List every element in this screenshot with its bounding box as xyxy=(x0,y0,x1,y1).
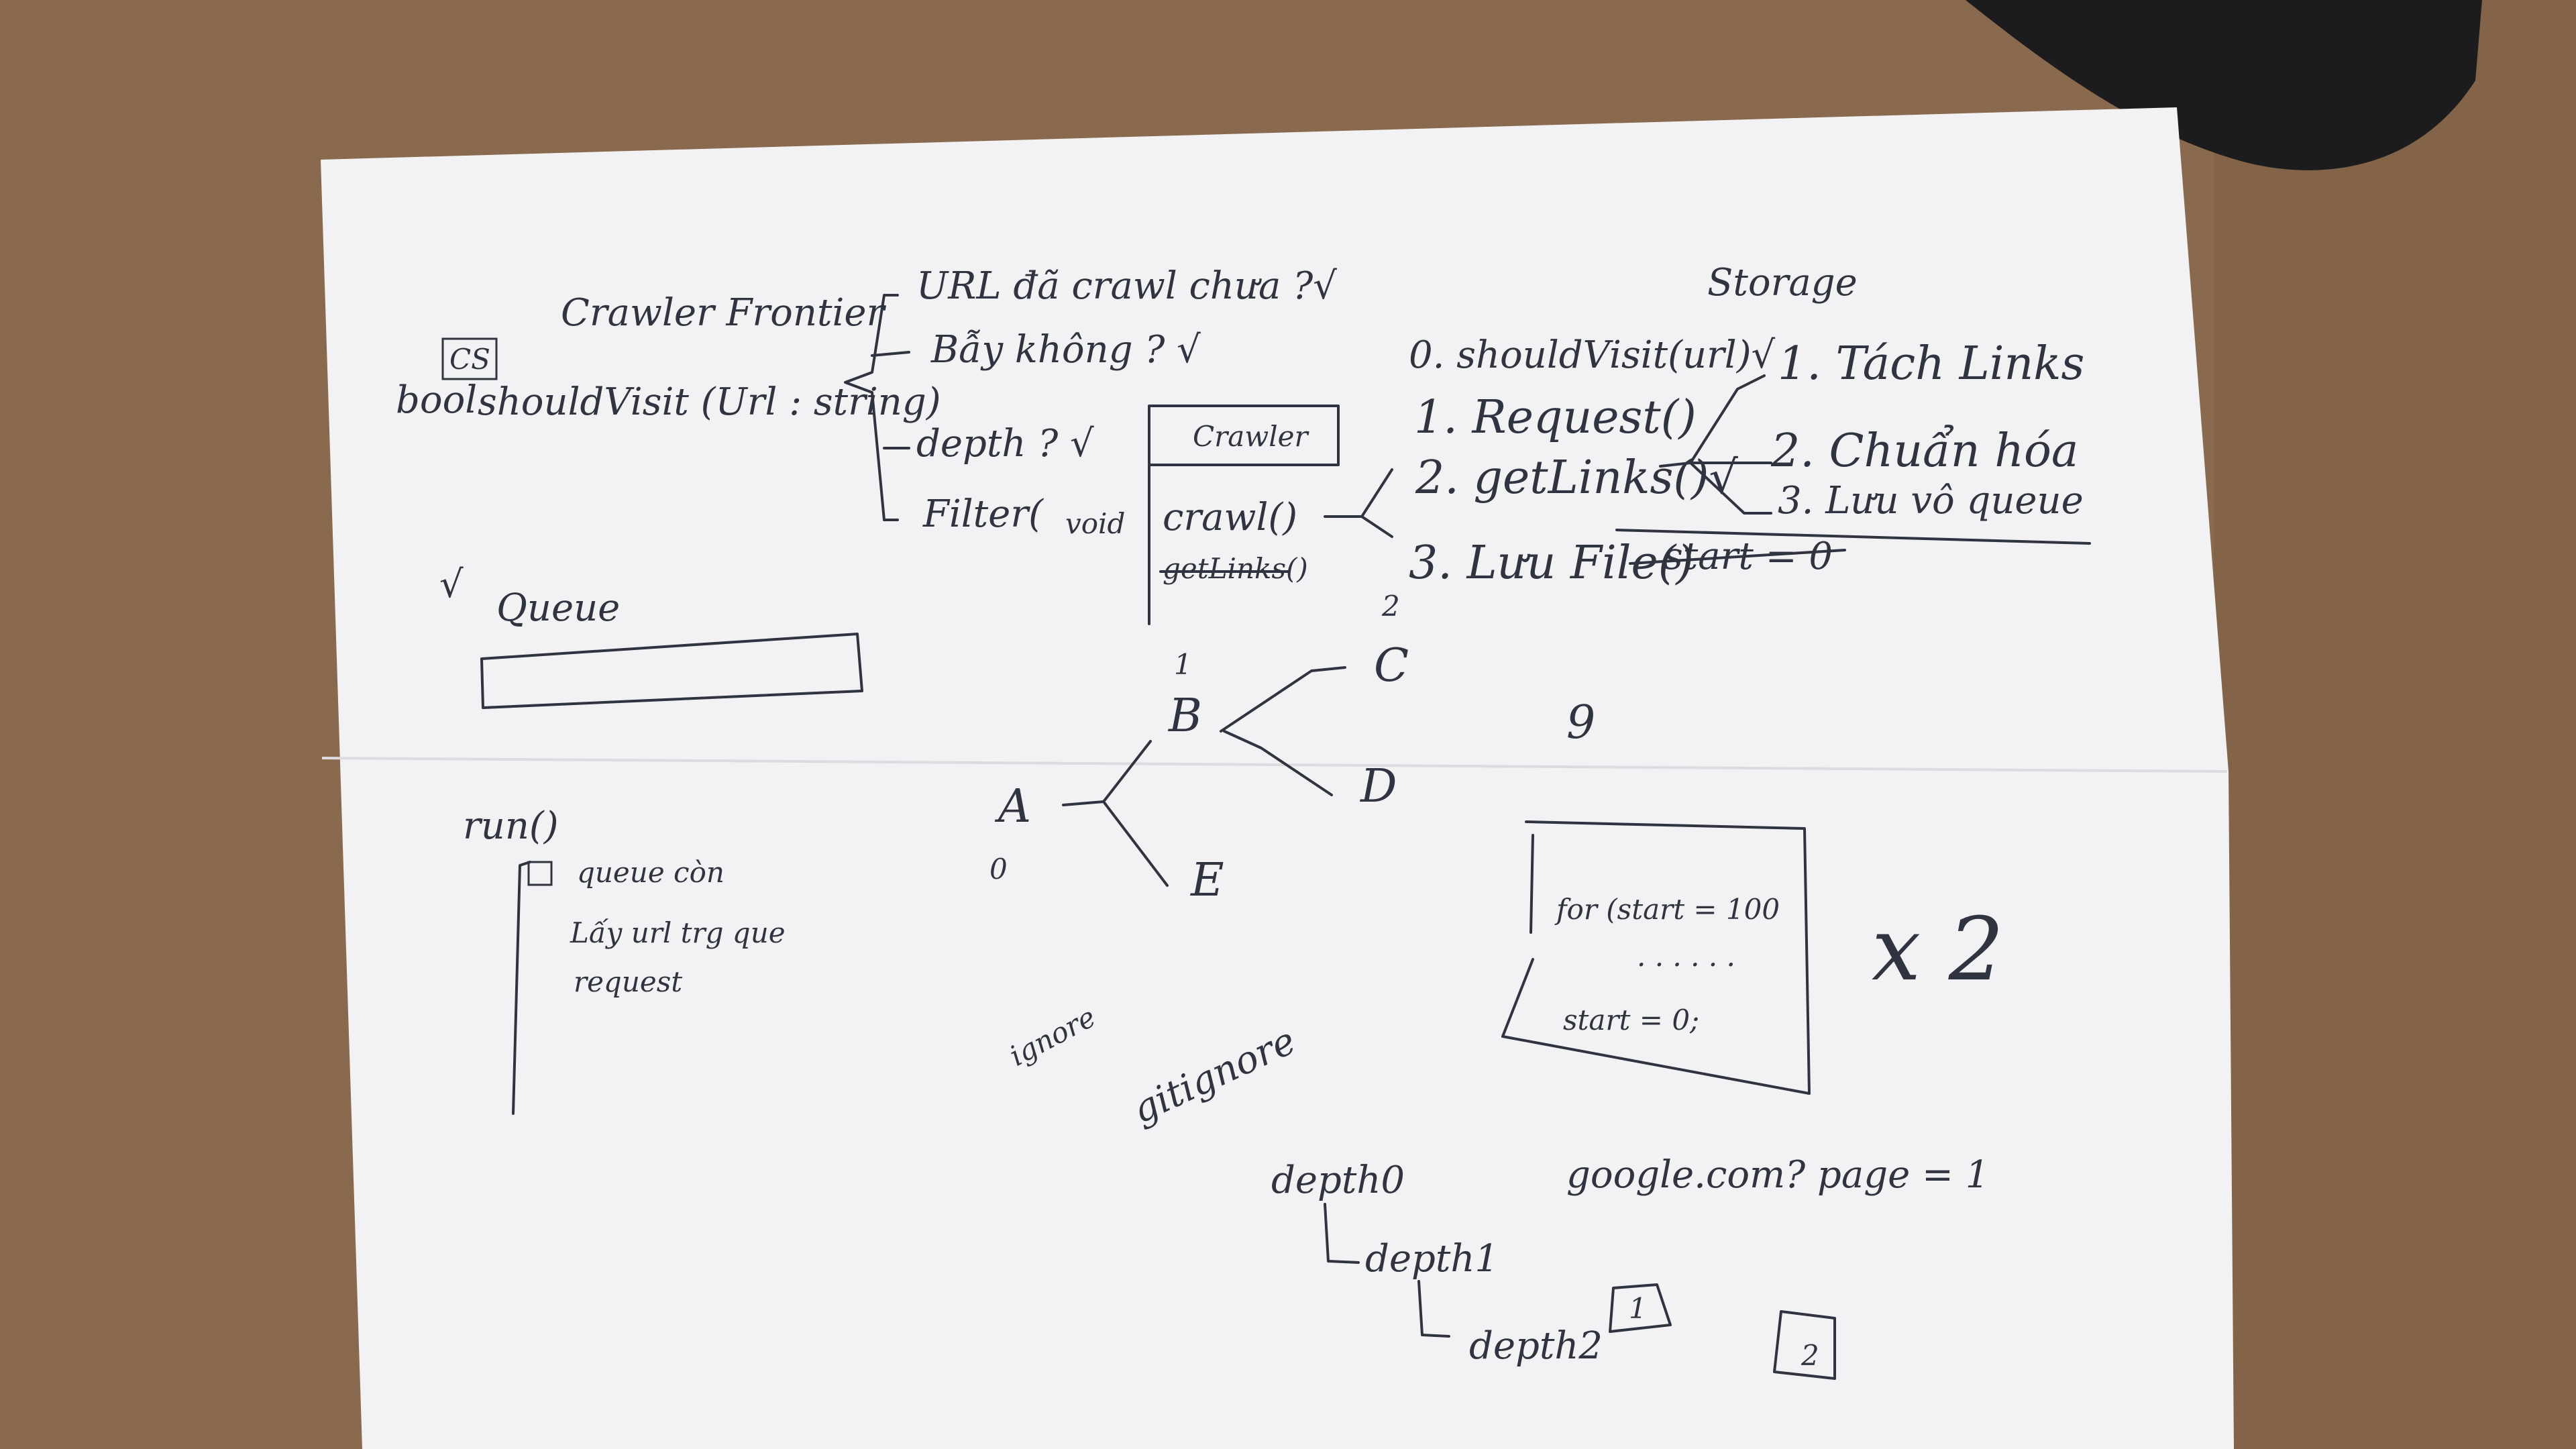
cs-box xyxy=(441,337,498,380)
crawler-box-title: Crawler xyxy=(1193,420,1309,453)
getlinks-struck: getLinks() xyxy=(1163,552,1308,585)
crawl-arrow xyxy=(1324,468,1393,538)
paper-fold xyxy=(321,757,2228,773)
should-visit-signature: shouldVisit (Url : string) xyxy=(478,380,941,424)
loop-box xyxy=(1501,820,1811,1095)
box-one xyxy=(1609,1283,1672,1333)
start-reset-line: start = 0; xyxy=(1563,1004,1699,1036)
step-0: 0. shouldVisit(url)√ xyxy=(1409,333,1776,377)
crawl-method: crawl() xyxy=(1163,496,1297,539)
tree-level-2: 2 xyxy=(1381,590,1400,623)
nine-mark: 9 xyxy=(1566,696,1595,749)
crawler-box-header xyxy=(1148,405,1340,466)
queue-check: √ xyxy=(439,563,464,606)
tree-node-b: B xyxy=(1167,690,1202,743)
bool-label: bool xyxy=(396,378,477,422)
run-label: run() xyxy=(463,804,559,848)
frontier-bracket xyxy=(844,294,899,521)
start-strike xyxy=(1629,549,1846,565)
tree-node-e: E xyxy=(1189,854,1224,907)
run-line-2: Lấy url trg que xyxy=(570,916,786,949)
tree-level-0: 0 xyxy=(989,853,1008,885)
loop-box-left-2 xyxy=(1501,958,1534,1038)
storage-step-3: 3. Lưu vô queue xyxy=(1778,479,2084,523)
box-one-label: 1 xyxy=(1629,1292,1647,1325)
paper-sheet xyxy=(321,107,2234,1449)
run-line-3: request xyxy=(574,965,682,998)
storage-bracket xyxy=(1659,374,1772,515)
tree-edge-b-d xyxy=(1223,730,1333,796)
storage-title: Storage xyxy=(1707,261,1858,305)
google-url: google.com? page = 1 xyxy=(1566,1153,1989,1197)
depth-connector-1 xyxy=(1324,1203,1360,1264)
storage-underline xyxy=(1615,529,2091,545)
branch-filter: Filter( xyxy=(922,492,1044,536)
branch-url-crawled: URL đã crawl chưa ?√ xyxy=(916,264,1337,308)
for-loop-line: for (start = 100 xyxy=(1554,893,1780,926)
queue-box xyxy=(480,633,863,709)
step-2: 2. getLinks()√ xyxy=(1415,451,1738,504)
void-label: void xyxy=(1065,507,1125,540)
dark-device xyxy=(1966,0,2482,170)
bracket-tick-bay xyxy=(871,351,910,357)
tree-edge-a-e xyxy=(1102,800,1169,887)
dotted-filler: . . . . . . xyxy=(1637,940,1735,973)
desk-shadow-right xyxy=(2214,0,2576,1449)
branch-depth: depth ? √ xyxy=(916,422,1094,466)
queue-label: Queue xyxy=(496,586,620,630)
cs-box-label: CS xyxy=(449,343,490,376)
depth-connector-2 xyxy=(1417,1280,1450,1338)
branch-bay: Bẫy không ? √ xyxy=(930,328,1201,372)
depth2-label: depth2 xyxy=(1469,1324,1603,1368)
tree-edge-b-c xyxy=(1220,666,1346,733)
box-two xyxy=(1773,1310,1836,1380)
depth0-label: depth0 xyxy=(1271,1159,1405,1202)
run-loop-box xyxy=(527,861,553,886)
loop-box-left-1 xyxy=(1529,834,1534,934)
run-line-1: queue còn xyxy=(577,856,724,889)
times-two: x 2 xyxy=(1872,898,2004,1000)
tree-node-a: A xyxy=(994,780,1031,833)
box-two-label: 2 xyxy=(1801,1339,1819,1372)
step-1: 1. Request() xyxy=(1414,391,1697,444)
tree-node-d: D xyxy=(1359,760,1397,813)
frontier-title: Crawler Frontier xyxy=(561,291,887,335)
storage-step-1: 1. Tách Links xyxy=(1778,337,2084,390)
tree-level-1: 1 xyxy=(1174,648,1192,681)
run-bracket xyxy=(512,861,531,1115)
storage-step-2: 2. Chuẩn hóa xyxy=(1770,425,2078,478)
depth1-label: depth1 xyxy=(1365,1237,1499,1281)
tree-node-c: C xyxy=(1374,639,1409,692)
